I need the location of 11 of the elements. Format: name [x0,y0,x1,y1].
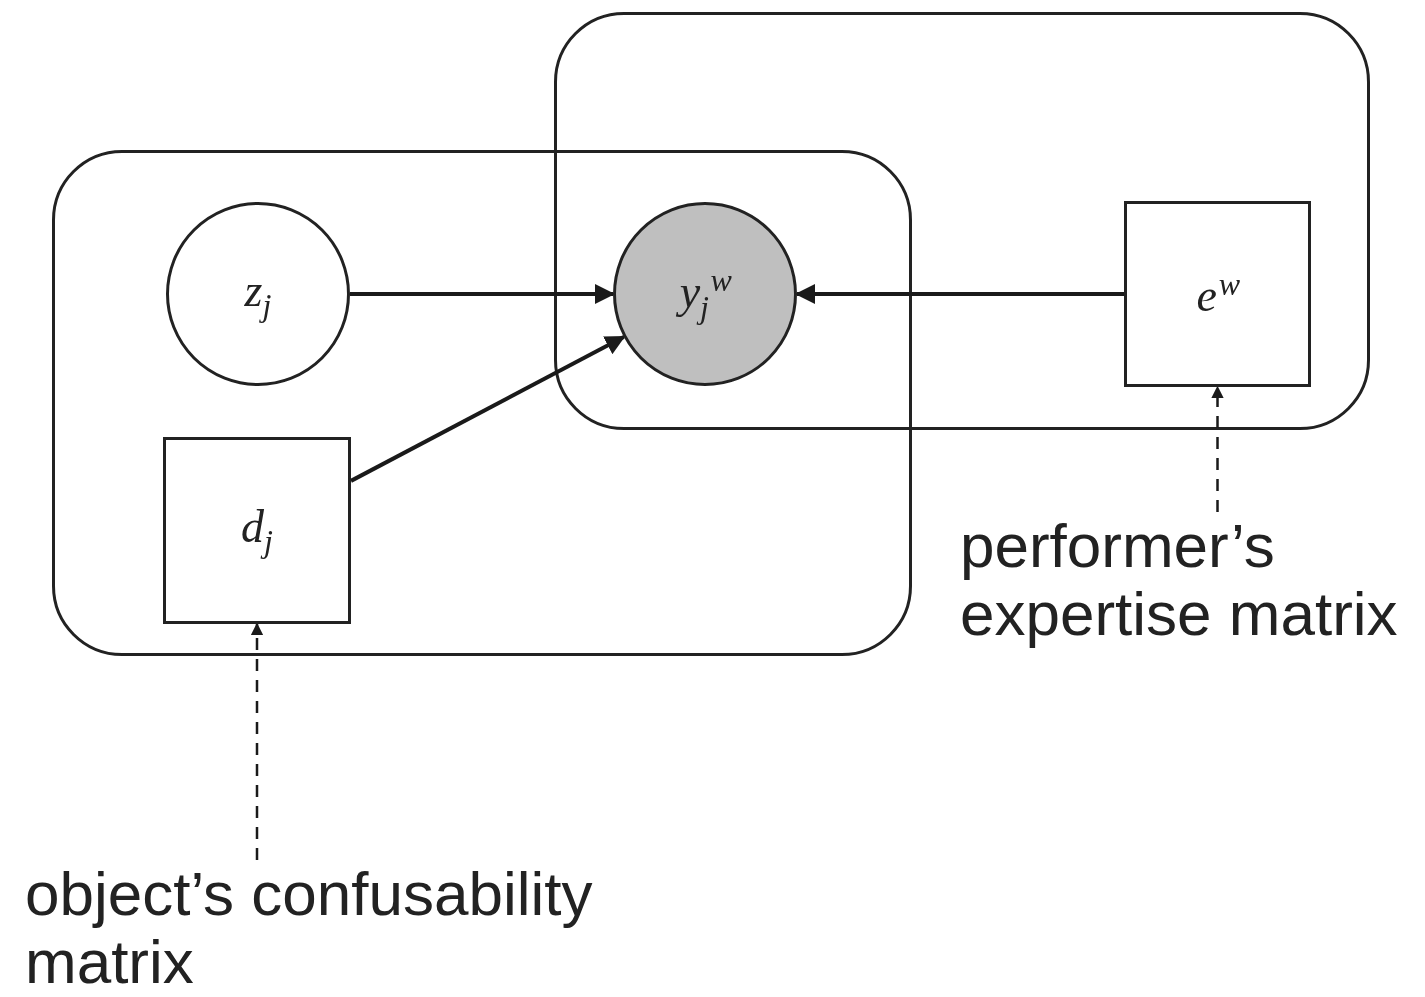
arrow [795,284,1124,304]
arrow [350,284,615,304]
annotation-text: performer’s expertise matrix [960,512,1420,662]
annotation-text: object’s confusability matrix [25,860,625,997]
arrow [350,335,626,483]
plate-box [554,12,1370,430]
leader-line [1211,385,1224,512]
variable-circle: z$_{j}$ [166,202,350,386]
parameter-box: d$_{j}$ [163,437,351,624]
parameter-box: e$^{w}$ [1124,201,1311,387]
leader-line [250,622,264,860]
